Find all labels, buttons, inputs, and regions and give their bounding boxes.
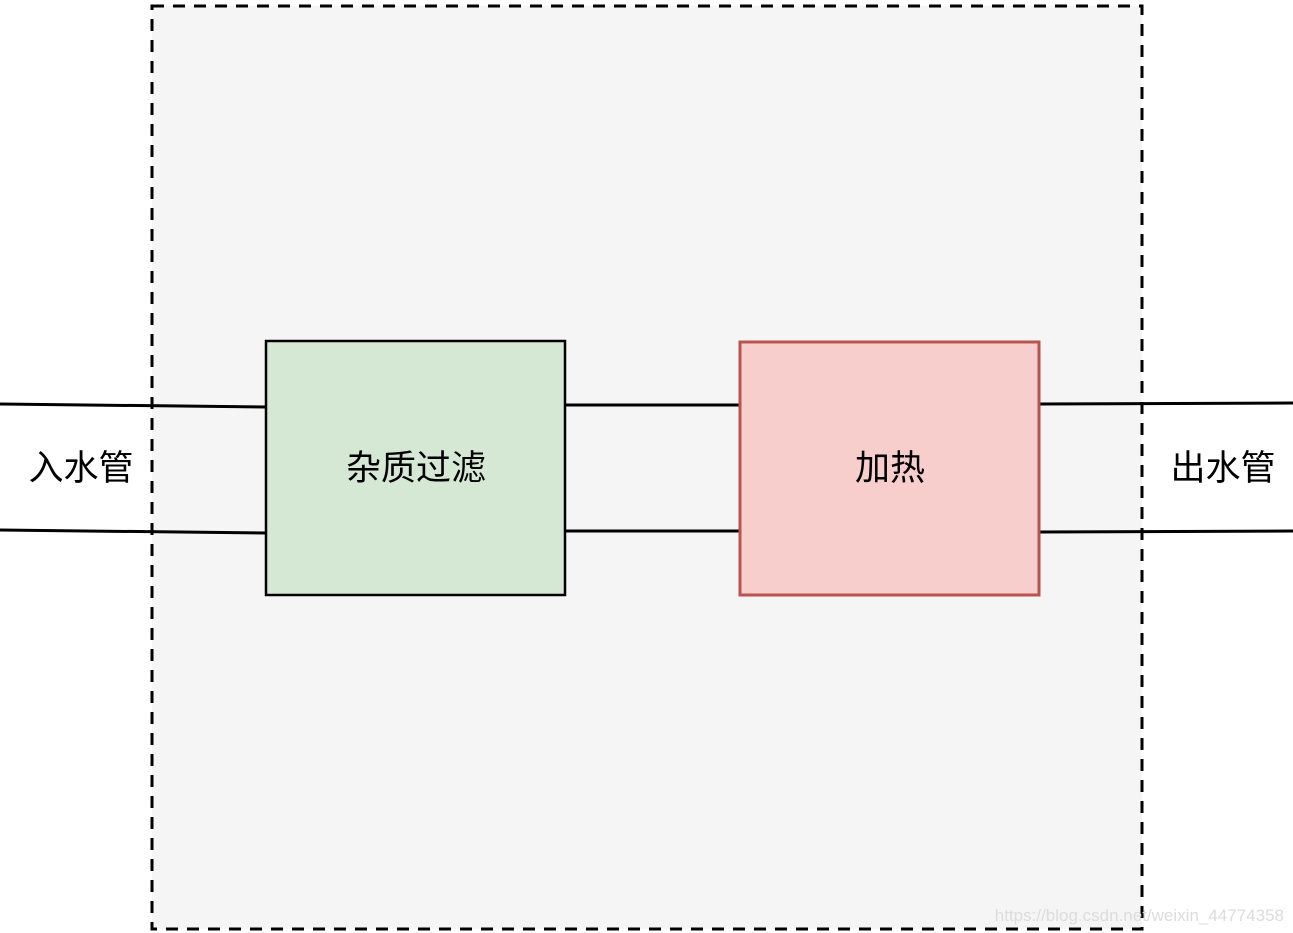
inlet-pipe-top-line — [0, 402, 267, 409]
heater-node-box — [738, 340, 1041, 597]
heater-node-label: 加热 — [855, 449, 925, 488]
outlet-pipe-top-line — [1038, 401, 1293, 406]
inlet-pipe-bottom-line — [0, 528, 267, 535]
watermark-text: https://blog.csdn.net/weixin_44774358 — [995, 906, 1284, 925]
inlet-pipe-label: 入水管 — [28, 449, 133, 488]
filter-node-label: 杂质过滤 — [346, 449, 486, 488]
filter-node-box — [264, 339, 567, 597]
outlet-pipe-bottom-line — [1038, 529, 1293, 534]
outlet-pipe-label: 出水管 — [1170, 449, 1275, 488]
